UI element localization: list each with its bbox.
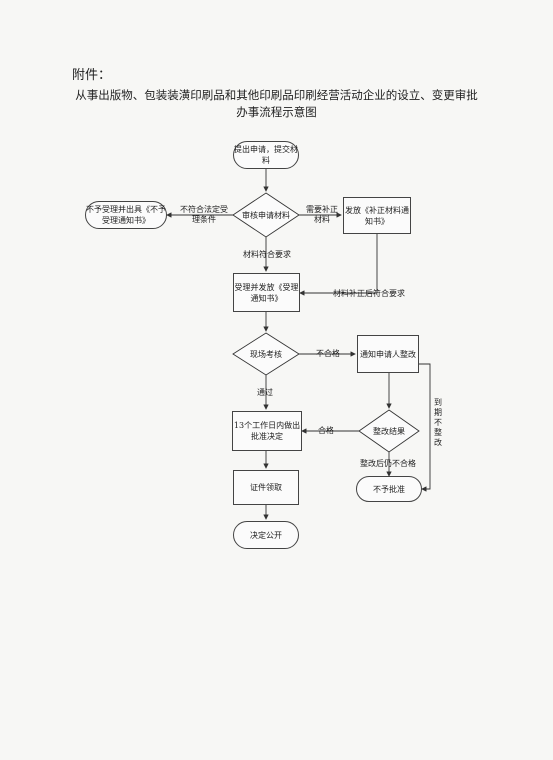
- document-title-line2: 办事流程示意图: [236, 105, 317, 119]
- reject-node: 不予受理并出具《不予受理通知书》: [85, 201, 167, 229]
- label-pass: 通过: [257, 388, 273, 397]
- label-still-fail: 整改后仍不合格: [360, 459, 416, 468]
- attachment-label: 附件：: [72, 68, 112, 83]
- label-overdue: 到期不整改: [434, 398, 442, 447]
- rectify-result-node: 整改结果: [373, 426, 405, 436]
- edge-supplement-accept: [299, 234, 378, 296]
- label-need-supplement: 需要补正材料: [306, 205, 338, 224]
- deny-node: 不予批准: [356, 476, 422, 502]
- label-supplemented: 材料补正后符合要求: [333, 289, 405, 298]
- start-node: 提出申请，提交材料: [233, 141, 299, 169]
- license-node: 证件领取: [233, 470, 299, 505]
- publish-node: 决定公开: [233, 521, 299, 549]
- document-title-line1: 从事出版物、包装装潢印刷品和其他印刷品印刷经营活动企业的设立、变更审批: [75, 88, 478, 102]
- accept-node: 受理并发放《受理通知书》: [233, 273, 300, 312]
- label-meet: 材料符合要求: [243, 250, 291, 259]
- label-qualified: 合格: [318, 426, 334, 435]
- label-fail: 不合格: [316, 349, 340, 358]
- label-not-meet: 不符合法定受理条件: [180, 205, 228, 224]
- review-node: 审核申请材料: [242, 210, 290, 220]
- decide-node: 13个工作日内做出批准决定: [232, 411, 302, 451]
- edge-notify-deny: [419, 363, 431, 492]
- supplement-node: 发放《补正材料通知书》: [343, 197, 411, 234]
- notify-node: 通知申请人整改: [357, 335, 419, 373]
- inspect-node: 现场考核: [250, 349, 282, 359]
